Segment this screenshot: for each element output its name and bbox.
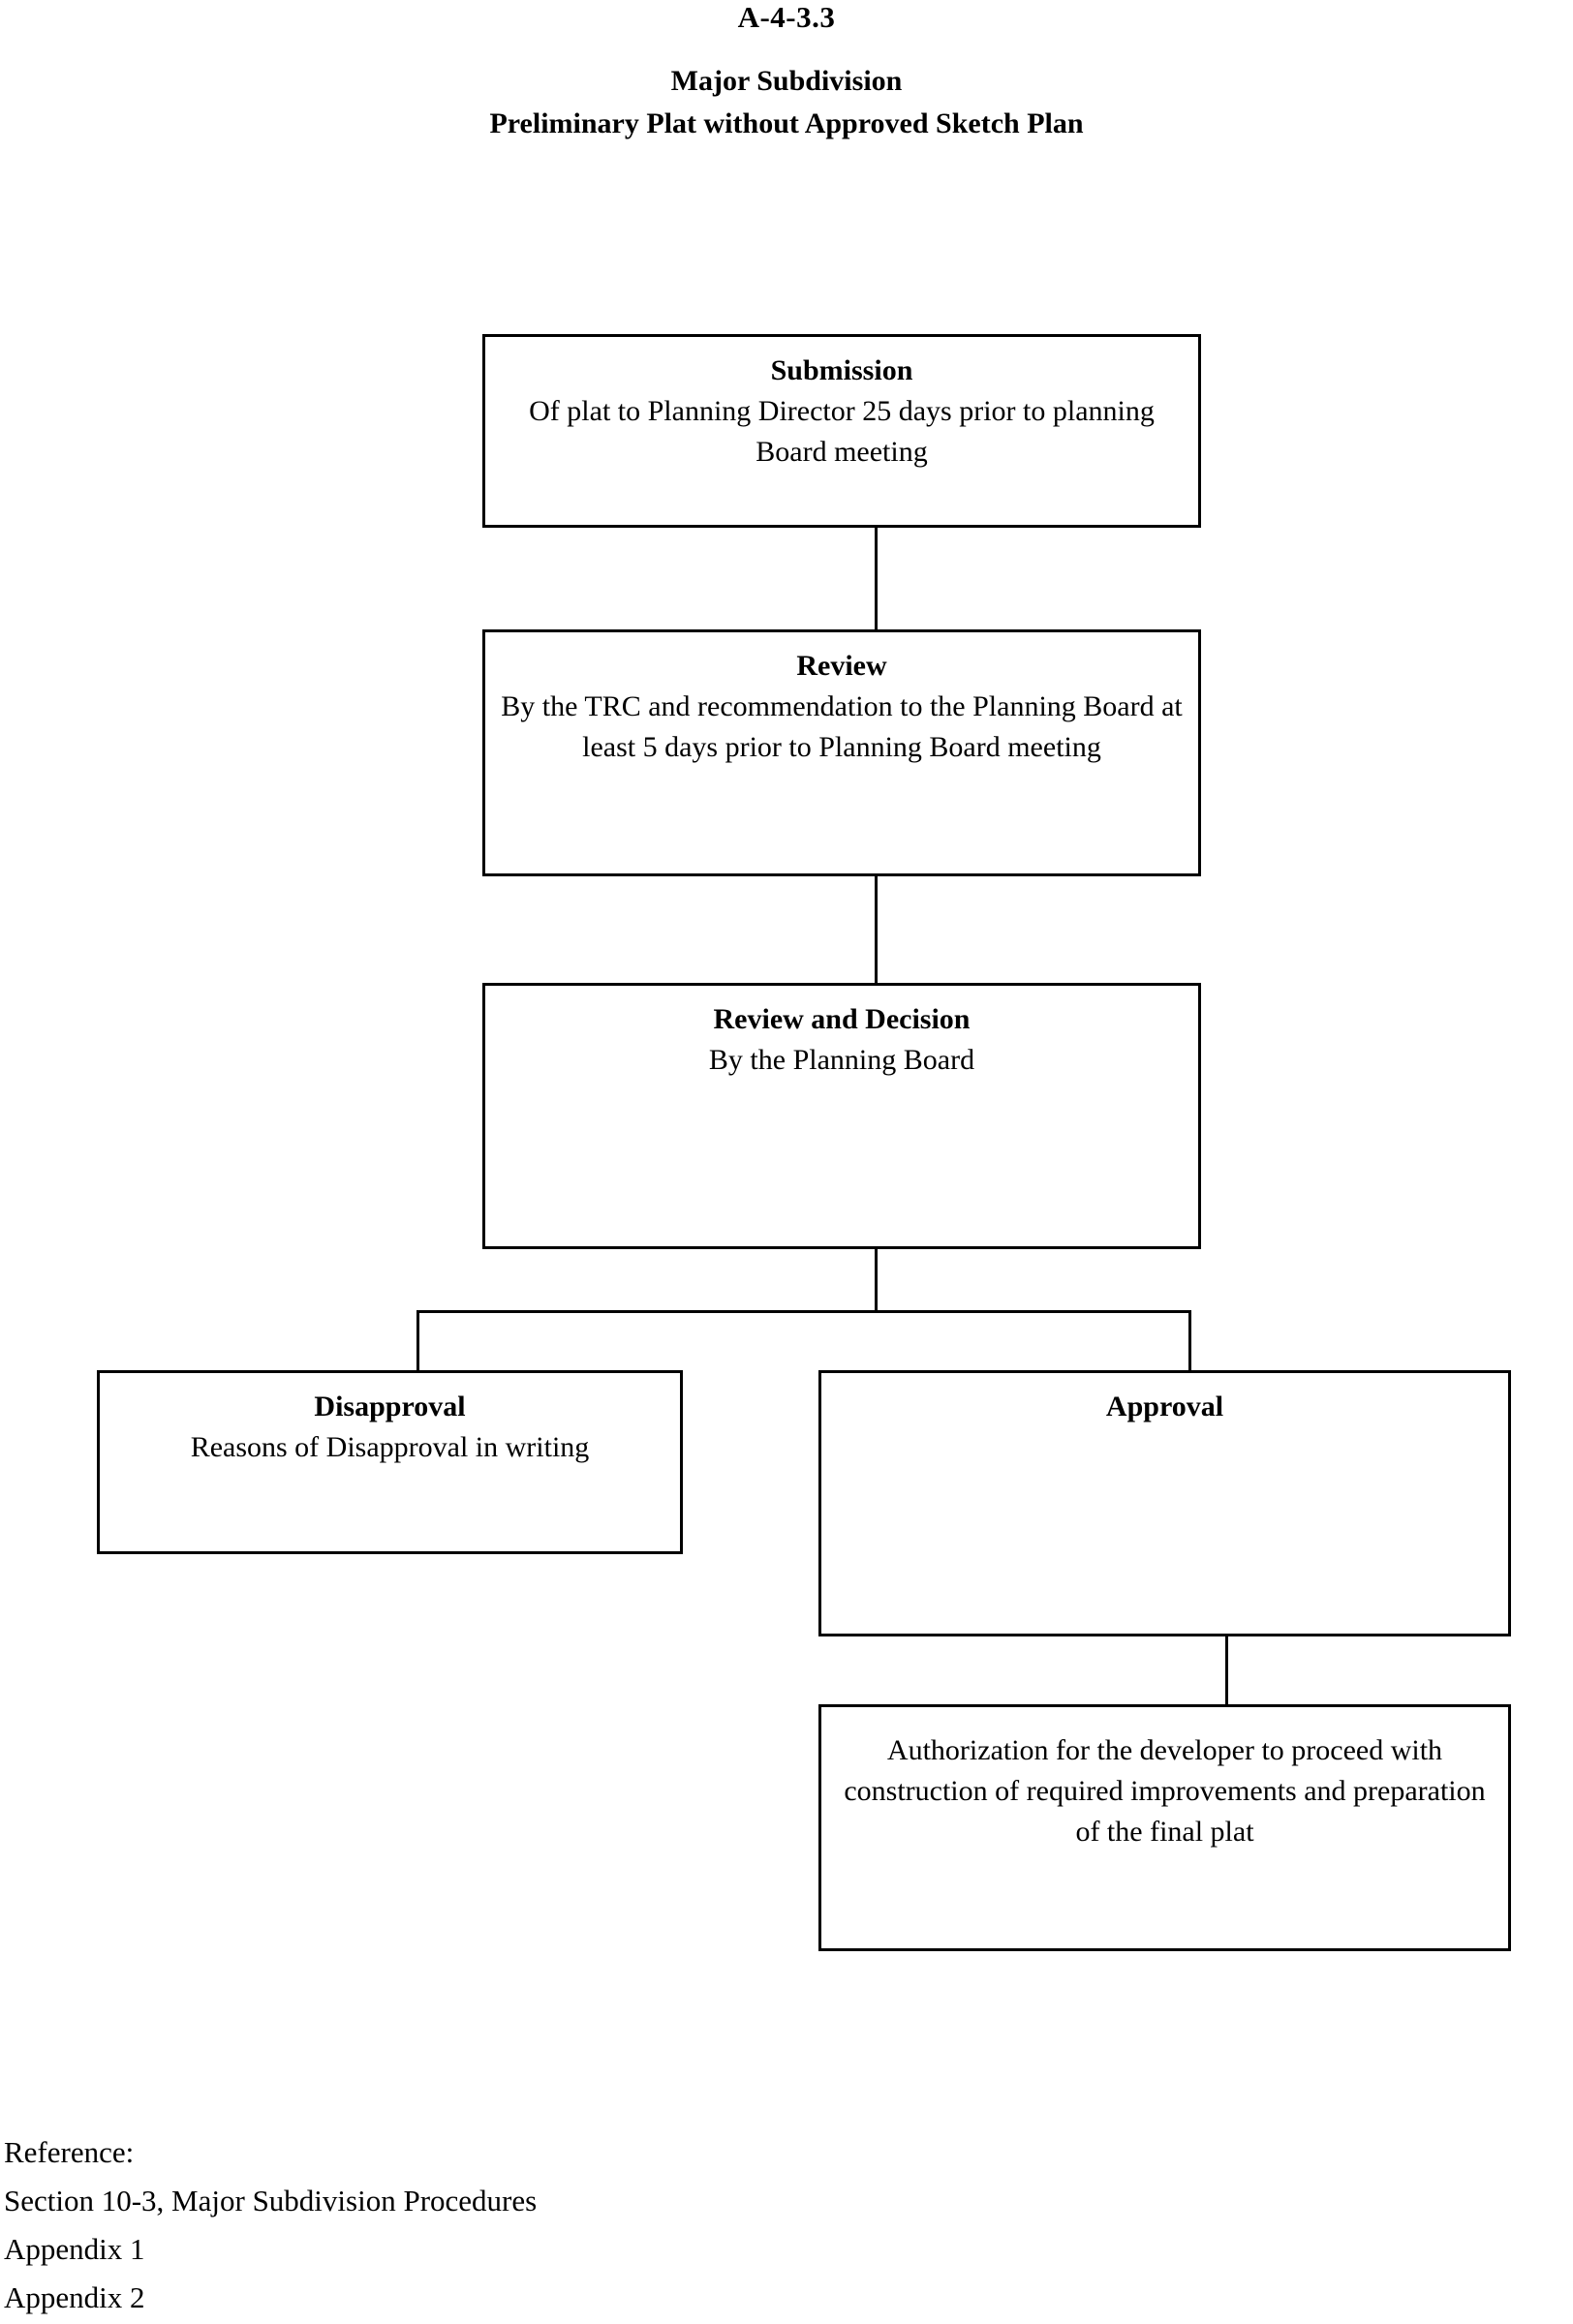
- flow-node-review-and-decision-title: Review and Decision: [713, 1003, 971, 1035]
- flow-node-approval-title: Approval: [1105, 1391, 1224, 1422]
- connector-decision-to-branch: [875, 1249, 878, 1313]
- flow-node-disapproval: Disapproval Reasons of Disapproval in wr…: [97, 1370, 683, 1554]
- connector-review-to-decision: [875, 876, 878, 983]
- flow-node-authorization: Authorization for the developer to proce…: [818, 1704, 1511, 1951]
- connector-approval-to-authorization: [1225, 1636, 1228, 1704]
- flow-node-approval: Approval: [818, 1370, 1511, 1636]
- flow-node-submission-title: Submission: [770, 354, 913, 386]
- flow-node-disapproval-title: Disapproval: [314, 1391, 466, 1422]
- reference-line-appendix-2: Appendix 2: [4, 2280, 145, 2314]
- connector-submission-to-review: [875, 528, 878, 629]
- flow-node-review-and-decision: Review and Decision By the Planning Boar…: [482, 983, 1201, 1249]
- document-code: A-4-3.3: [737, 0, 836, 34]
- connector-branch-to-disapproval: [416, 1310, 419, 1370]
- flow-node-review: Review By the TRC and recommendation to …: [482, 629, 1201, 876]
- reference-line-appendix-1: Appendix 1: [4, 2232, 145, 2266]
- page-title-line1: Major Subdivision: [670, 65, 903, 97]
- flow-node-review-and-decision-body: By the Planning Board: [708, 1044, 975, 1076]
- flow-node-review-title: Review: [796, 650, 887, 682]
- page-title: Major Subdivision Preliminary Plat witho…: [0, 60, 1573, 145]
- connector-branch-to-approval: [1188, 1310, 1191, 1370]
- flow-node-review-body: By the TRC and recommendation to the Pla…: [501, 690, 1183, 763]
- flow-node-authorization-body: Authorization for the developer to proce…: [844, 1734, 1486, 1848]
- page-title-line2: Preliminary Plat without Approved Sketch…: [489, 107, 1084, 139]
- flow-node-disapproval-body: Reasons of Disapproval in writing: [190, 1431, 590, 1463]
- reference-label: Reference:: [4, 2135, 135, 2169]
- flow-node-submission-body: Of plat to Planning Director 25 days pri…: [529, 395, 1155, 468]
- reference-line-section: Section 10-3, Major Subdivision Procedur…: [4, 2184, 538, 2217]
- connector-branch-bar: [416, 1310, 1191, 1313]
- reference-block: Reference: Section 10-3, Major Subdivisi…: [4, 2128, 537, 2322]
- flow-node-submission: Submission Of plat to Planning Director …: [482, 334, 1201, 528]
